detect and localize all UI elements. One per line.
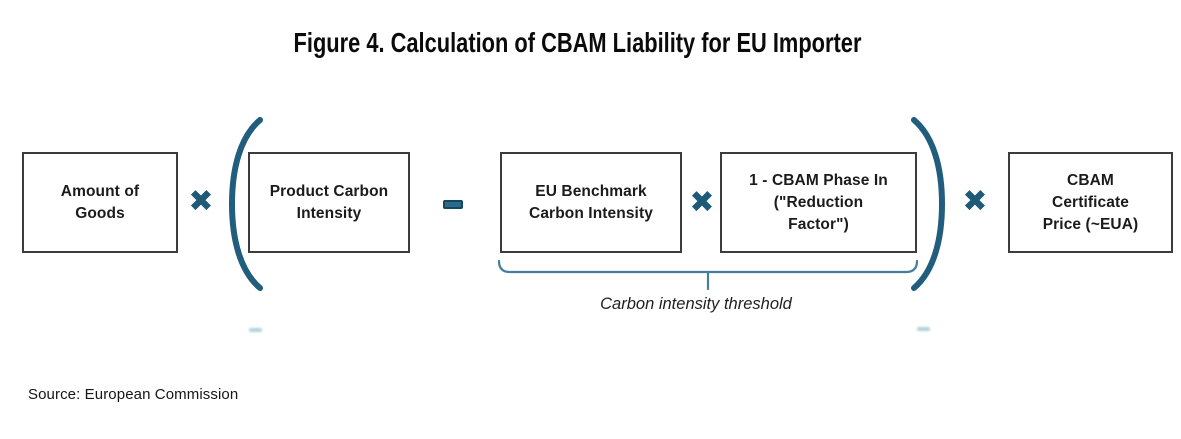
multiply-icon: ✖ [689, 185, 715, 220]
close-parenthesis [911, 117, 946, 291]
threshold-label: Carbon intensity threshold [600, 295, 792, 313]
faint-mark [917, 327, 930, 331]
box-amount-of-goods: Amount of Goods [22, 152, 178, 253]
threshold-brace [498, 259, 918, 291]
source-caption: Source: European Commission [28, 386, 239, 403]
open-parenthesis [228, 117, 263, 291]
box-line: EU Benchmark [535, 182, 647, 200]
box-line: Carbon Intensity [529, 204, 653, 222]
multiply-icon: ✖ [962, 184, 988, 219]
box-product-carbon-intensity: Product Carbon Intensity [248, 152, 410, 253]
figure-title: Figure 4. Calculation of CBAM Liability … [293, 27, 862, 58]
minus-icon [443, 200, 463, 209]
box-cbam-phase-in: 1 - CBAM Phase In ("Reduction Factor") [720, 152, 917, 253]
faint-mark [249, 328, 262, 332]
box-line: Factor") [788, 215, 849, 233]
box-line: CBAM [1067, 171, 1114, 189]
box-line: 1 - CBAM Phase In [749, 171, 888, 189]
box-line: Amount of [60, 182, 140, 200]
box-line: Certificate [1052, 193, 1129, 211]
multiply-icon: ✖ [188, 184, 214, 219]
box-cbam-certificate-price: CBAM Certificate Price (~EUA) [1008, 152, 1173, 253]
box-line: Intensity [296, 204, 362, 222]
box-line: Product Carbon [269, 182, 389, 200]
box-eu-benchmark-carbon-intensity: EU Benchmark Carbon Intensity [500, 152, 682, 253]
box-line: ("Reduction [773, 193, 864, 211]
box-line: Goods [75, 204, 125, 222]
box-line: Price (~EUA) [1042, 215, 1139, 233]
